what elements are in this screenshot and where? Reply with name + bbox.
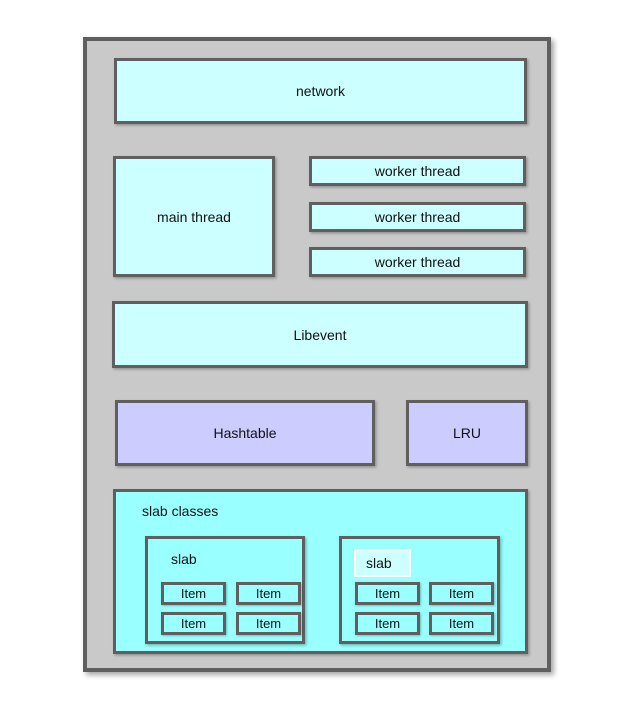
- item-box: Item: [429, 612, 494, 635]
- item-label: Item: [255, 586, 282, 601]
- worker-thread-box-1: worker thread: [309, 156, 526, 186]
- lru-label: LRU: [452, 425, 481, 441]
- slab-label-edit-field[interactable]: slab: [354, 549, 411, 577]
- slab-label: slab: [171, 551, 197, 567]
- item-box: Item: [236, 582, 301, 605]
- item-label: Item: [255, 616, 282, 631]
- hashtable-box: Hashtable: [115, 400, 375, 466]
- item-box: Item: [161, 582, 226, 605]
- item-box: Item: [355, 612, 420, 635]
- lru-box: LRU: [406, 400, 528, 466]
- item-box: Item: [355, 582, 420, 605]
- worker-thread-box-2: worker thread: [309, 202, 526, 232]
- slab-classes-box: slab classes slab Item Item Item Item sl…: [113, 489, 528, 654]
- worker-thread-label: worker thread: [374, 163, 461, 179]
- item-box: Item: [429, 582, 494, 605]
- slab-box-2: slab Item Item Item Item: [339, 536, 500, 644]
- item-label: Item: [448, 586, 475, 601]
- slab-classes-label: slab classes: [142, 503, 219, 519]
- worker-thread-label: worker thread: [374, 254, 461, 270]
- item-label: Item: [448, 616, 475, 631]
- item-label: Item: [374, 616, 401, 631]
- item-label: Item: [180, 586, 207, 601]
- worker-thread-box-3: worker thread: [309, 247, 526, 277]
- libevent-label: Libevent: [293, 326, 347, 343]
- slab-label: slab: [366, 555, 392, 571]
- hashtable-label: Hashtable: [213, 425, 277, 441]
- item-label: Item: [180, 616, 207, 631]
- libevent-box: Libevent: [112, 301, 528, 368]
- item-box: Item: [161, 612, 226, 635]
- network-label: network: [295, 83, 346, 99]
- item-label: Item: [374, 586, 401, 601]
- network-box: network: [114, 58, 527, 124]
- slab-box-1: slab Item Item Item Item: [145, 536, 305, 644]
- item-box: Item: [236, 612, 301, 635]
- main-thread-label: main thread: [157, 208, 231, 225]
- worker-thread-label: worker thread: [374, 209, 461, 225]
- main-thread-box: main thread: [113, 156, 275, 277]
- memcached-process-container: network main thread worker thread worker…: [83, 37, 551, 672]
